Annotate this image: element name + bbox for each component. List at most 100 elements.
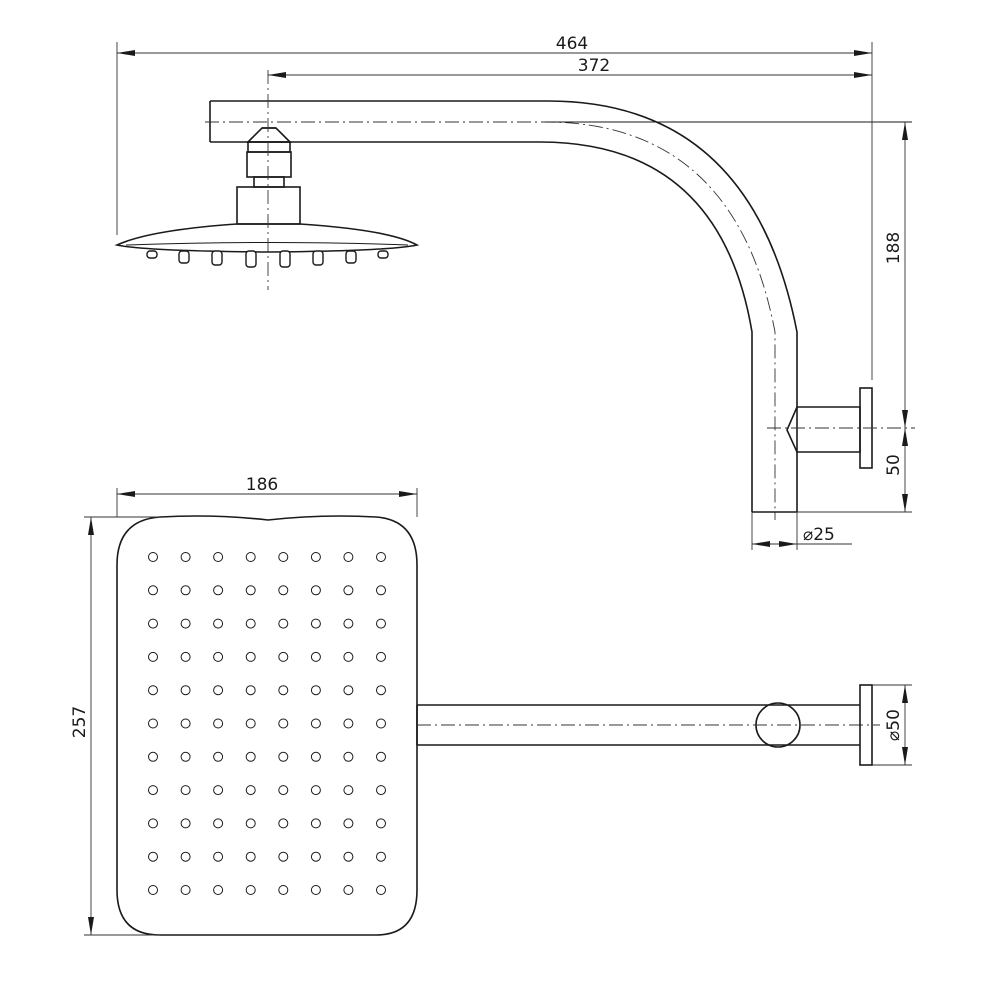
spray-hole xyxy=(148,685,158,696)
spray-hole xyxy=(310,685,321,696)
spray-hole xyxy=(376,685,386,696)
spray-hole xyxy=(343,785,354,796)
spray-hole xyxy=(278,685,289,696)
spray-hole xyxy=(278,585,289,596)
spray-hole xyxy=(213,885,224,895)
dimension-label-50-offset: 50 xyxy=(884,454,904,476)
dimension-257: 257 xyxy=(70,516,160,936)
spray-hole xyxy=(310,618,321,629)
spray-hole xyxy=(245,885,256,895)
spray-hole xyxy=(343,885,354,895)
spray-hole xyxy=(376,718,386,729)
dimension-label-186: 186 xyxy=(246,475,278,495)
spray-hole xyxy=(245,585,256,596)
dimension-label-diameter-25: ⌀25 xyxy=(803,525,835,545)
spray-hole xyxy=(148,785,158,796)
spray-hole xyxy=(310,818,321,829)
spray-hole xyxy=(278,818,289,829)
dimension-label-257: 257 xyxy=(70,706,90,738)
spray-hole xyxy=(213,618,224,629)
spray-hole xyxy=(376,785,386,796)
spray-hole xyxy=(180,818,191,829)
spray-hole xyxy=(245,685,256,696)
dimension-50-offset: 50 xyxy=(797,428,912,513)
dimension-label-188: 188 xyxy=(884,232,904,264)
nozzle-row xyxy=(146,250,389,268)
shower-head-side xyxy=(114,186,420,253)
dimension-label-372: 372 xyxy=(578,56,610,76)
dimension-label-464: 464 xyxy=(556,34,588,54)
wall-flange-plan xyxy=(859,684,873,766)
spray-hole xyxy=(213,651,224,662)
dimension-464: 464 xyxy=(116,34,873,380)
dimension-188: 188 xyxy=(884,122,908,428)
spray-hole xyxy=(343,751,354,762)
spray-hole xyxy=(148,618,158,629)
spray-hole xyxy=(376,751,386,762)
spray-hole xyxy=(245,851,256,862)
arm-centerline xyxy=(205,121,915,520)
dimension-diameter-50: ⌀50 xyxy=(872,684,912,766)
spray-holes xyxy=(148,552,386,895)
nozzle xyxy=(178,250,190,264)
spray-hole xyxy=(343,851,354,862)
spray-hole xyxy=(213,685,224,696)
spray-hole xyxy=(180,552,191,562)
spray-hole xyxy=(343,618,354,629)
spray-hole xyxy=(213,818,224,829)
spray-hole xyxy=(343,685,354,696)
swivel-joint xyxy=(246,127,292,188)
spray-hole xyxy=(278,751,289,762)
spray-hole xyxy=(213,785,224,796)
spray-hole xyxy=(148,751,158,762)
shower-arm-plan xyxy=(416,702,880,748)
spray-hole xyxy=(278,718,289,729)
spray-hole xyxy=(148,818,158,829)
spray-hole xyxy=(245,718,256,729)
spray-hole xyxy=(148,651,158,662)
spray-hole xyxy=(245,552,256,562)
spray-hole xyxy=(180,751,191,762)
spray-hole xyxy=(245,818,256,829)
nozzle xyxy=(377,250,389,259)
spray-hole xyxy=(213,851,224,862)
spray-hole xyxy=(376,885,386,895)
spray-hole xyxy=(180,718,191,729)
spray-hole xyxy=(180,651,191,662)
spray-hole xyxy=(245,651,256,662)
spray-hole xyxy=(180,851,191,862)
spray-hole xyxy=(278,651,289,662)
spray-hole xyxy=(213,552,224,562)
spray-hole xyxy=(148,718,158,729)
spray-hole xyxy=(310,851,321,862)
spray-hole xyxy=(180,618,191,629)
spray-hole xyxy=(310,718,321,729)
spray-hole xyxy=(343,552,354,562)
spray-hole xyxy=(310,751,321,762)
spray-hole xyxy=(278,885,289,895)
spray-hole xyxy=(148,552,158,562)
plan-view: 186 257 ⌀50 xyxy=(70,475,912,936)
dimension-186: 186 xyxy=(116,475,418,517)
spray-hole xyxy=(310,552,321,562)
spray-hole xyxy=(376,651,386,662)
spray-hole xyxy=(376,585,386,596)
dimension-diameter-25: ⌀25 xyxy=(751,512,852,550)
spray-hole xyxy=(180,885,191,895)
nozzle xyxy=(312,250,324,266)
spray-hole xyxy=(278,785,289,796)
shower-arm xyxy=(209,100,798,513)
spray-hole xyxy=(213,585,224,596)
spray-hole xyxy=(310,585,321,596)
spray-hole xyxy=(376,851,386,862)
nozzle xyxy=(245,250,257,268)
spray-hole xyxy=(278,851,289,862)
spray-hole xyxy=(310,785,321,796)
spray-hole xyxy=(278,552,289,562)
spray-hole xyxy=(148,851,158,862)
spray-hole xyxy=(343,651,354,662)
nozzle xyxy=(279,250,291,268)
spray-hole xyxy=(213,751,224,762)
spray-hole xyxy=(376,818,386,829)
